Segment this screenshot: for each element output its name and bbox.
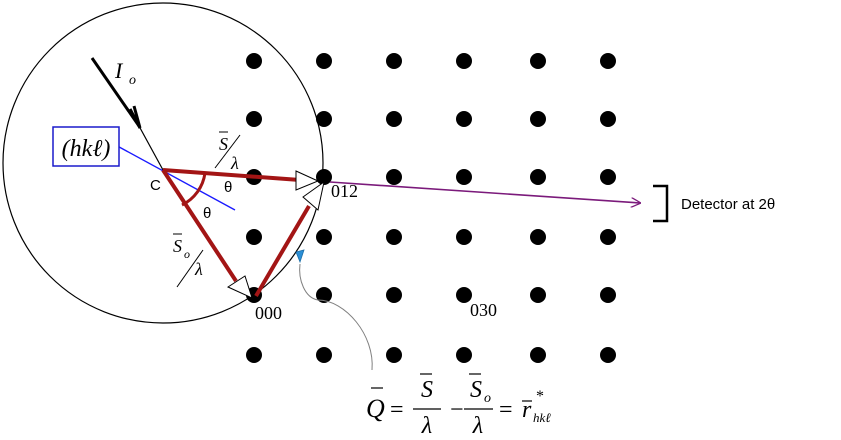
lattice-point	[316, 229, 332, 245]
lattice-point	[386, 229, 402, 245]
incident-beam-label: I	[114, 58, 124, 83]
lattice-point	[456, 53, 472, 69]
reciprocal-lattice	[246, 53, 616, 363]
incident-beam-subscript: o	[129, 73, 136, 88]
lattice-point	[456, 347, 472, 363]
equation-so: S	[470, 377, 482, 403]
lattice-point	[386, 53, 402, 69]
lattice-point	[316, 169, 332, 185]
scattered-vector-label: S λ	[214, 131, 241, 173]
ewald-sphere	[2, 2, 324, 324]
lattice-point	[456, 229, 472, 245]
lattice-point	[600, 169, 616, 185]
lattice-point	[600, 53, 616, 69]
incident-vector-line	[161, 168, 238, 283]
theta-arc	[181, 172, 207, 207]
lattice-point	[600, 347, 616, 363]
point-012-label: 012	[331, 181, 358, 201]
detector-bracket	[653, 184, 669, 223]
lattice-point	[600, 111, 616, 127]
incident-vector-arrowhead	[226, 275, 253, 299]
svg-text:λ: λ	[194, 259, 203, 279]
lattice-point	[456, 287, 472, 303]
lattice-point	[530, 111, 546, 127]
equation-so-subscript: o	[484, 391, 491, 406]
lattice-point	[246, 53, 262, 69]
origin-label: 000	[255, 303, 282, 323]
lattice-point	[600, 287, 616, 303]
lattice-point	[386, 347, 402, 363]
svg-text:S: S	[219, 134, 228, 154]
equation-r: r	[522, 397, 532, 423]
equation-minus: −	[450, 397, 464, 423]
lattice-point	[386, 111, 402, 127]
theta-top-label: θ	[224, 179, 232, 196]
lattice-point	[600, 229, 616, 245]
svg-text:S: S	[173, 236, 182, 256]
scattering-vector-line	[254, 204, 311, 298]
lattice-point	[530, 53, 546, 69]
scattered-vector-line	[162, 168, 301, 182]
svg-text:λ: λ	[230, 153, 239, 173]
diffracted-beam	[329, 181, 640, 203]
equation-equals-1: =	[390, 397, 404, 423]
lattice-point	[246, 229, 262, 245]
point-030-label: 030	[470, 300, 497, 320]
lattice-point	[316, 347, 332, 363]
lattice-point	[316, 287, 332, 303]
svg-text:o: o	[184, 247, 190, 261]
equation-q: Q	[366, 394, 385, 423]
equation-lambda-2: λ	[472, 413, 483, 439]
detector-label: Detector at 2θ	[681, 196, 775, 213]
equation-r-superscript: *	[536, 388, 544, 405]
center-label: C	[150, 177, 161, 194]
lattice-point	[386, 169, 402, 185]
lattice-point	[246, 111, 262, 127]
lattice-point	[530, 347, 546, 363]
theta-bottom-label: θ	[203, 205, 211, 222]
incident-vector-label: S o λ	[173, 233, 204, 288]
lattice-point	[530, 169, 546, 185]
scattering-equation: Q = S λ − S o λ = r hkℓ *	[366, 373, 551, 439]
equation-s: S	[421, 377, 433, 403]
lattice-point	[456, 169, 472, 185]
equation-callout-line	[299, 263, 373, 371]
lattice-point	[530, 229, 546, 245]
equation-r-subscript: hkℓ	[533, 410, 551, 425]
lattice-point	[316, 53, 332, 69]
lattice-point	[386, 287, 402, 303]
lattice-point	[530, 287, 546, 303]
lattice-point	[316, 111, 332, 127]
lattice-plane-line	[109, 141, 236, 211]
scattering-vector-arrowhead	[302, 180, 325, 211]
plane-label: (hkℓ)	[62, 136, 111, 162]
lattice-point	[456, 111, 472, 127]
callout-arrowhead	[295, 249, 305, 264]
plane-label-box	[52, 126, 120, 167]
scattered-vector-arrowhead	[295, 170, 320, 191]
equation-lambda-1: λ	[421, 413, 432, 439]
lattice-point	[246, 347, 262, 363]
equation-equals-2: =	[499, 397, 513, 423]
incident-beam	[90, 57, 164, 171]
